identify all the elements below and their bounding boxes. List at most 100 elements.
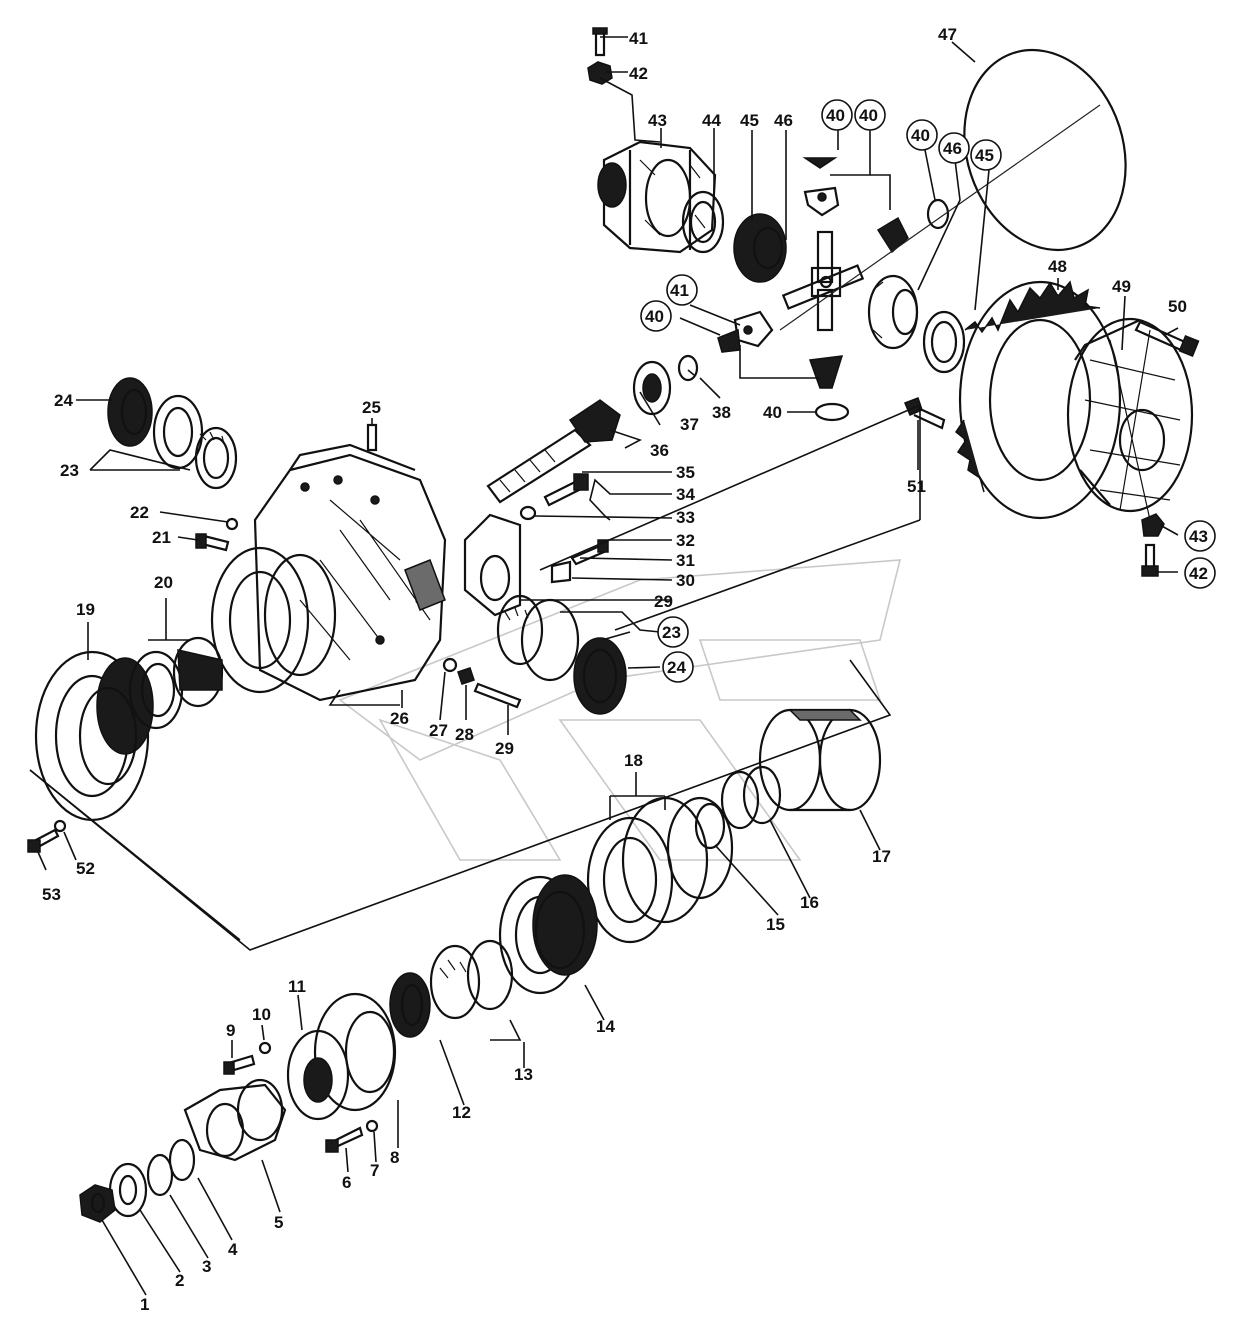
bolt-9 bbox=[223, 1054, 256, 1075]
callout-29: 29 bbox=[495, 739, 514, 758]
oil-seal-12 bbox=[389, 972, 431, 1038]
callout-39: 38 bbox=[712, 403, 731, 422]
bolt-51 bbox=[1134, 320, 1200, 358]
callout-42-circled: 42 bbox=[1189, 564, 1208, 583]
washer-34 bbox=[519, 505, 537, 521]
callout-34: 33 bbox=[676, 508, 695, 527]
nut-28 bbox=[457, 667, 475, 685]
shims-18 bbox=[586, 796, 734, 944]
bolt-36 bbox=[543, 473, 589, 507]
bolt-21 bbox=[195, 533, 230, 552]
bearing-cap-30 bbox=[463, 513, 522, 617]
washer-40-bottom bbox=[814, 402, 850, 422]
callout-53: 52 bbox=[76, 859, 95, 878]
side-gear-46-right bbox=[867, 274, 919, 350]
callout-23: 23 bbox=[60, 461, 79, 480]
callout-11: 11 bbox=[288, 977, 306, 996]
pinion-41-right bbox=[876, 216, 909, 254]
o-ring-4 bbox=[168, 1138, 196, 1182]
companion-flange-5 bbox=[183, 1078, 287, 1162]
assembly-axis bbox=[779, 104, 1101, 331]
callout-36: 35 bbox=[676, 463, 695, 482]
callout-24: 24 bbox=[54, 391, 73, 410]
callout-13: 13 bbox=[514, 1065, 533, 1084]
bearing-20 bbox=[128, 636, 224, 730]
callout-28: 28 bbox=[455, 725, 474, 744]
adjusting-ring-19 bbox=[34, 650, 154, 822]
bearing-23-left bbox=[152, 394, 238, 490]
callout-26: 26 bbox=[390, 709, 409, 728]
bearing-cup-24-left bbox=[107, 377, 153, 447]
side-gear-46-left bbox=[733, 213, 787, 283]
cage-14 bbox=[498, 874, 598, 995]
callout-46: 45 bbox=[740, 111, 759, 130]
callout-41-circled: 40 bbox=[859, 106, 878, 125]
o-ring-48 bbox=[963, 48, 1127, 252]
callout-1: 1 bbox=[140, 1295, 149, 1314]
callout-43-circled: 43 bbox=[1189, 527, 1208, 546]
callout-20: 20 bbox=[154, 573, 173, 592]
callout-40-circled-right: 40 bbox=[911, 126, 930, 145]
callout-35: 34 bbox=[676, 485, 695, 504]
callout-51: 50 bbox=[1168, 297, 1187, 316]
callout-48: 47 bbox=[938, 25, 957, 44]
callout-7: 7 bbox=[370, 1161, 379, 1180]
callout-16: 16 bbox=[800, 893, 819, 912]
spacer-16 bbox=[720, 765, 782, 830]
washer-40-top bbox=[802, 157, 838, 169]
callout-18: 18 bbox=[624, 751, 643, 770]
carrier-housing-26 bbox=[253, 443, 447, 702]
pinion-41-left bbox=[733, 310, 774, 348]
washer-40-left bbox=[717, 328, 741, 353]
callout-22: 22 bbox=[130, 503, 149, 522]
bolt-33 bbox=[570, 539, 609, 566]
leader-lines bbox=[29, 36, 1179, 1296]
spacer-15 bbox=[694, 802, 726, 850]
washer-27 bbox=[442, 657, 458, 673]
callout-25: 25 bbox=[362, 398, 381, 417]
callout-40-circled-top: 40 bbox=[826, 106, 845, 125]
callout-23-circled: 23 bbox=[662, 623, 681, 642]
stud-29 bbox=[473, 682, 522, 709]
callout-50: 49 bbox=[1112, 277, 1131, 296]
bolt-42-top bbox=[592, 27, 608, 57]
washer-10 bbox=[258, 1041, 272, 1055]
bolt-42-right bbox=[1141, 543, 1159, 577]
callout-43: 42 bbox=[629, 64, 648, 83]
callout-8: 8 bbox=[390, 1148, 399, 1167]
stud-25 bbox=[366, 423, 378, 452]
callout-47: 46 bbox=[774, 111, 793, 130]
callout-14: 14 bbox=[596, 1017, 615, 1036]
bolt-52 bbox=[904, 397, 946, 430]
callout-52: 51 bbox=[907, 477, 926, 496]
thrust-washer-45-left bbox=[681, 190, 725, 254]
carrier-front-flange bbox=[210, 546, 337, 694]
pinion-41-top bbox=[803, 186, 840, 217]
callout-6: 6 bbox=[342, 1173, 351, 1192]
washer-53 bbox=[53, 819, 67, 833]
callout-33: 32 bbox=[676, 531, 695, 550]
bearing-13 bbox=[429, 939, 514, 1020]
callout-42: 41 bbox=[629, 29, 648, 48]
callout-32: 31 bbox=[676, 551, 695, 570]
callout-3: 3 bbox=[202, 1257, 211, 1276]
callout-21: 21 bbox=[152, 528, 171, 547]
callout-badges bbox=[640, 99, 1216, 683]
callout-41: 41 bbox=[670, 281, 689, 300]
retainer-11 bbox=[286, 1029, 350, 1121]
callout-labels: 41 42 43 44 45 46 40 40 40 46 45 47 48 4… bbox=[42, 25, 1208, 1314]
washer-3 bbox=[146, 1153, 174, 1197]
bolt-54 bbox=[27, 828, 60, 853]
thrust-washer-45-right bbox=[922, 310, 966, 374]
bolt-6 bbox=[325, 1126, 364, 1153]
nut-1 bbox=[79, 1184, 116, 1223]
cover-8 bbox=[313, 992, 397, 1112]
callout-4: 4 bbox=[228, 1240, 238, 1259]
callout-9: 9 bbox=[226, 1021, 235, 1040]
ring-gear-49 bbox=[954, 280, 1122, 520]
callout-10: 10 bbox=[252, 1005, 271, 1024]
callout-12: 12 bbox=[452, 1103, 471, 1122]
bearing-cup-24-right bbox=[573, 637, 627, 715]
